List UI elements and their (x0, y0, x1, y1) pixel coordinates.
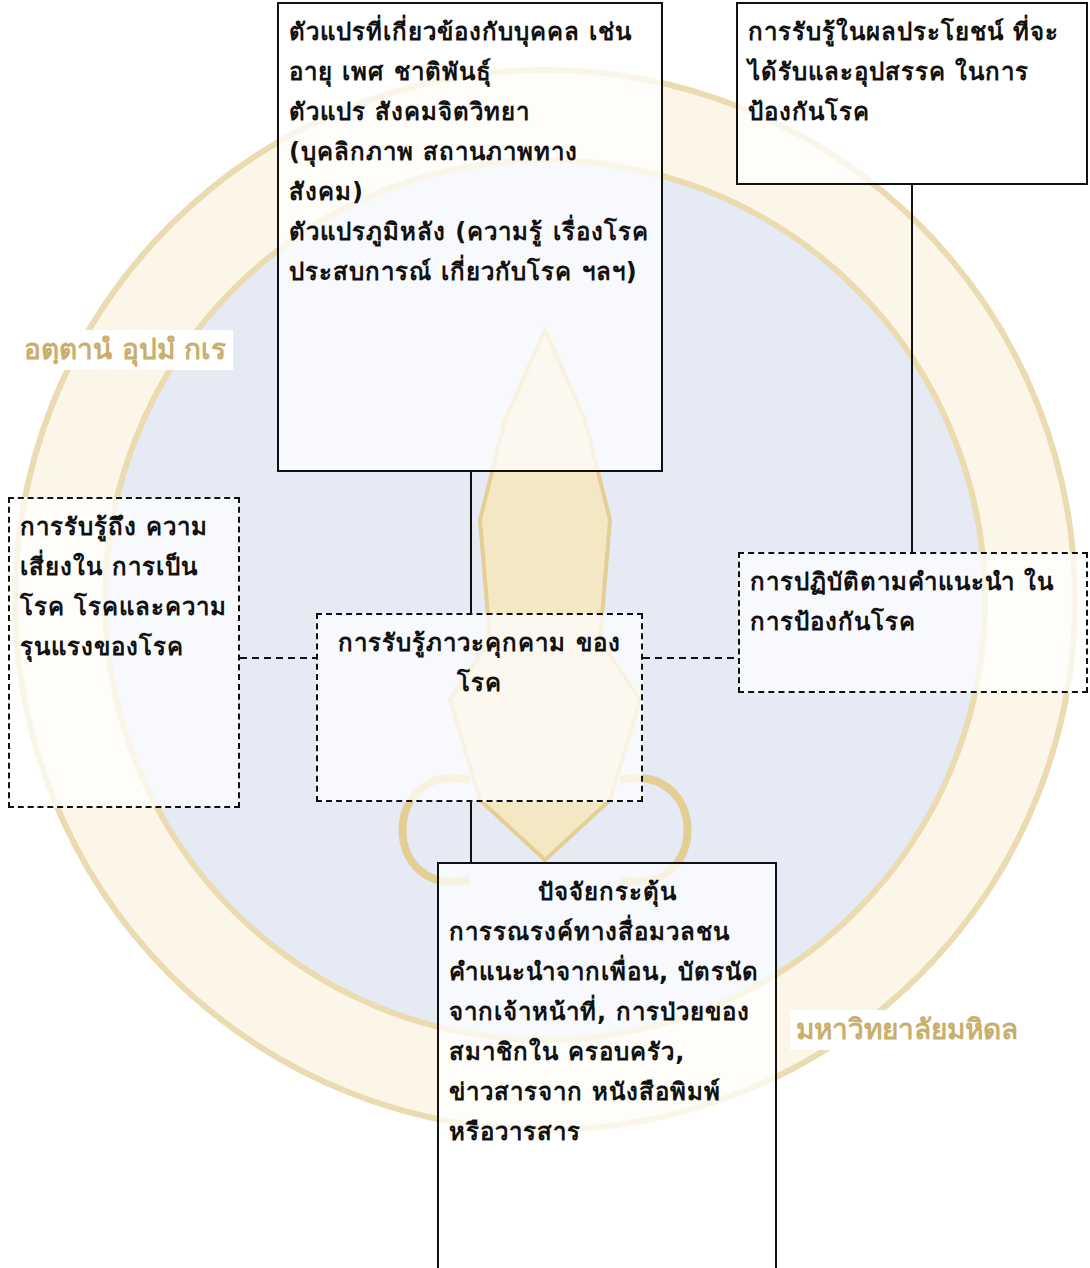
dashed-box: การรับรู้ภาวะคุกคาม ของโรค (316, 613, 643, 802)
solid-box: การรับรู้ในผลประโยชน์ ที่จะได้รับและอุปส… (736, 2, 1088, 185)
solid-box: ปัจจัยกระตุ้นการรณรงค์ทางสื่อมวลชน คำแนะ… (437, 862, 777, 1268)
box-text: การปฏิบัติตามคำแนะนำ ในการป้องกันโรค (750, 562, 1076, 642)
box-text: ตัวแปรที่เกี่ยวข้องกับบุคคล เช่น อายุ เพ… (289, 12, 651, 92)
connector-line (240, 657, 316, 659)
connector-line (911, 185, 913, 552)
box-text: การรณรงค์ทางสื่อมวลชน คำแนะนำจากเพื่อน, … (449, 912, 765, 1152)
watermark-text: มหาวิทยาลัยมหิดล (790, 1010, 1024, 1050)
solid-box: ตัวแปรที่เกี่ยวข้องกับบุคคล เช่น อายุ เพ… (277, 2, 663, 472)
box-text: การรับรู้ภาวะคุกคาม ของโรค (328, 623, 631, 703)
dashed-box: การปฏิบัติตามคำแนะนำ ในการป้องกันโรค (738, 552, 1088, 693)
box-text: การรับรู้ถึง ความเสี่ยงใน การเป็นโรค โรค… (20, 507, 228, 667)
connector-line (470, 472, 472, 613)
connector-line (643, 657, 738, 659)
watermark-text: อตฺตานํ อุปมํ กเร (18, 330, 233, 370)
box-text: ตัวแปรภูมิหลัง (ความรู้ เรื่องโรค ประสบก… (289, 212, 651, 292)
box-text: ตัวแปร สังคมจิตวิทยา (บุคลิกภาพ สถานภาพท… (289, 92, 651, 212)
connector-line (470, 802, 472, 862)
box-text: การรับรู้ในผลประโยชน์ ที่จะได้รับและอุปส… (748, 12, 1076, 132)
dashed-box: การรับรู้ถึง ความเสี่ยงใน การเป็นโรค โรค… (8, 497, 240, 808)
box-heading: ปัจจัยกระตุ้น (449, 872, 765, 912)
